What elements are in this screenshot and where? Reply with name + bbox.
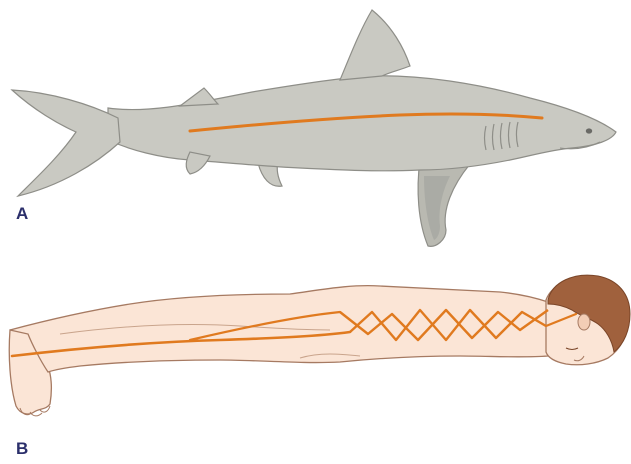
shark-ventral-fin bbox=[186, 152, 210, 174]
shark-body bbox=[108, 76, 616, 171]
human-illustration bbox=[9, 275, 630, 416]
shark-second-dorsal-fin bbox=[180, 88, 218, 106]
human-ear bbox=[578, 314, 590, 330]
shark-tail bbox=[12, 90, 120, 196]
panel-label-b: B bbox=[16, 440, 28, 457]
shark-eye bbox=[586, 128, 592, 133]
shark-illustration bbox=[12, 10, 616, 246]
shark-dorsal-fin bbox=[340, 10, 410, 80]
panel-label-a: A bbox=[16, 205, 28, 222]
